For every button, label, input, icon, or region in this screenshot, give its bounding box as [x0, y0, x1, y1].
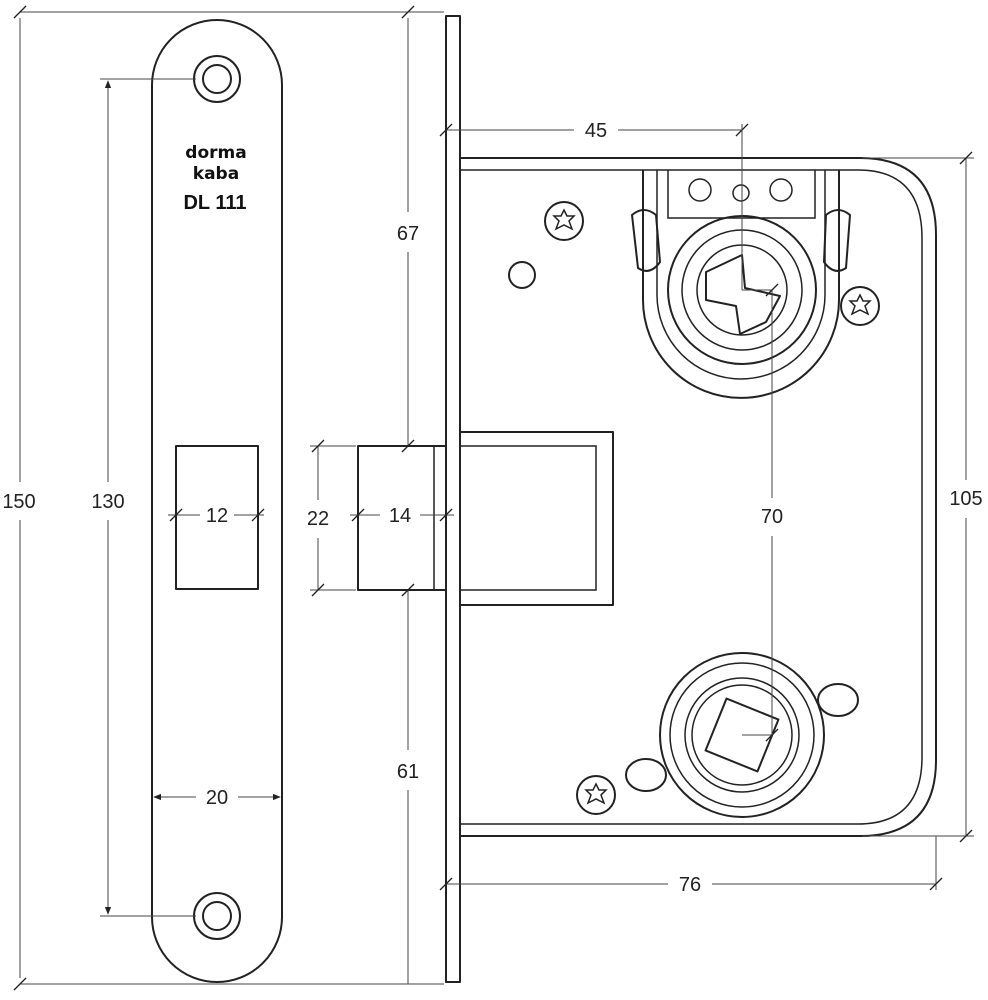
cylinder-housing: [631, 170, 851, 399]
faceplate-outline: [151, 19, 283, 983]
brand-line-2: kaba: [193, 164, 239, 184]
dim-case-height: 105: [949, 488, 982, 510]
model-name: DL 111: [183, 192, 246, 214]
dimension-lines: [13, 5, 974, 991]
dim-faceplate-width: 20: [206, 787, 228, 809]
dim-case-depth: 76: [679, 874, 701, 896]
latch-bolt: [357, 431, 614, 606]
lock-case-inner: [460, 169, 923, 825]
spindle-follower: [625, 652, 859, 818]
dim-backset: 45: [585, 120, 607, 142]
dim-latch-projection: 14: [389, 505, 411, 527]
bottom-screw-hole: [193, 892, 241, 940]
screw-bottom-left: [576, 775, 616, 815]
dim-upper-offset: 67: [397, 223, 419, 245]
dim-center-distance: 70: [761, 506, 783, 528]
dim-latch-height: 22: [307, 508, 329, 530]
latch-slot: [175, 445, 259, 590]
faceplate: dorma kaba DL 111: [151, 19, 283, 983]
dim-lower-offset: 61: [397, 761, 419, 783]
front-plate: [445, 15, 461, 983]
screw-top-left: [544, 201, 584, 241]
lock-body: [357, 15, 937, 983]
dim-slot-width: 12: [206, 505, 228, 527]
brand-line-1: dorma: [185, 143, 246, 163]
dimension-labels: 150 130 12 20 67 22 14 61 45 70 105 76: [2, 120, 982, 896]
dim-screw-spacing: 130: [91, 491, 124, 513]
rivet: [508, 261, 536, 289]
top-screw-hole: [193, 55, 241, 103]
dim-overall-height: 150: [2, 491, 35, 513]
lock-case: [460, 157, 937, 837]
screw-right: [840, 286, 880, 326]
